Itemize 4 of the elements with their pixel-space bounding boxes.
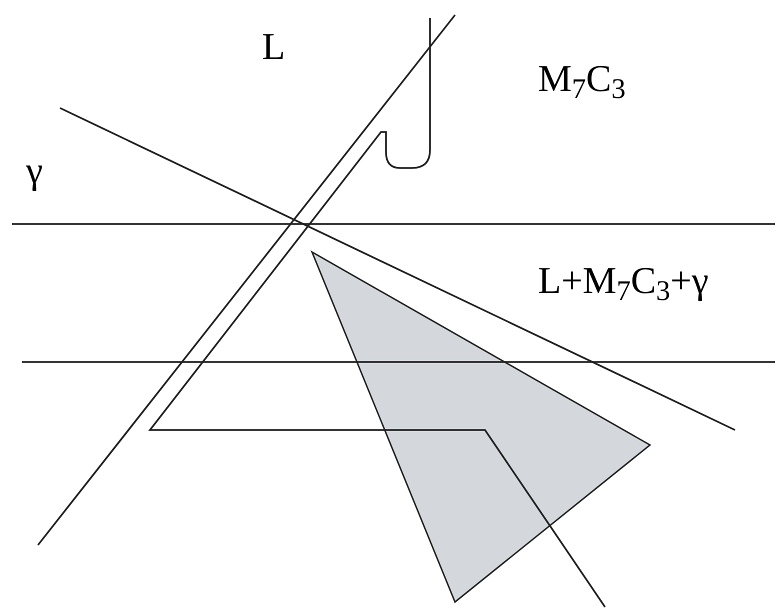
phase-label: L: [262, 28, 286, 66]
phase-label: γ: [26, 152, 43, 190]
phase-label: M$_{7}$C$_{3}$: [538, 60, 626, 98]
phase-label: L+M$_{7}$C$_{3}$+γ: [538, 262, 709, 300]
